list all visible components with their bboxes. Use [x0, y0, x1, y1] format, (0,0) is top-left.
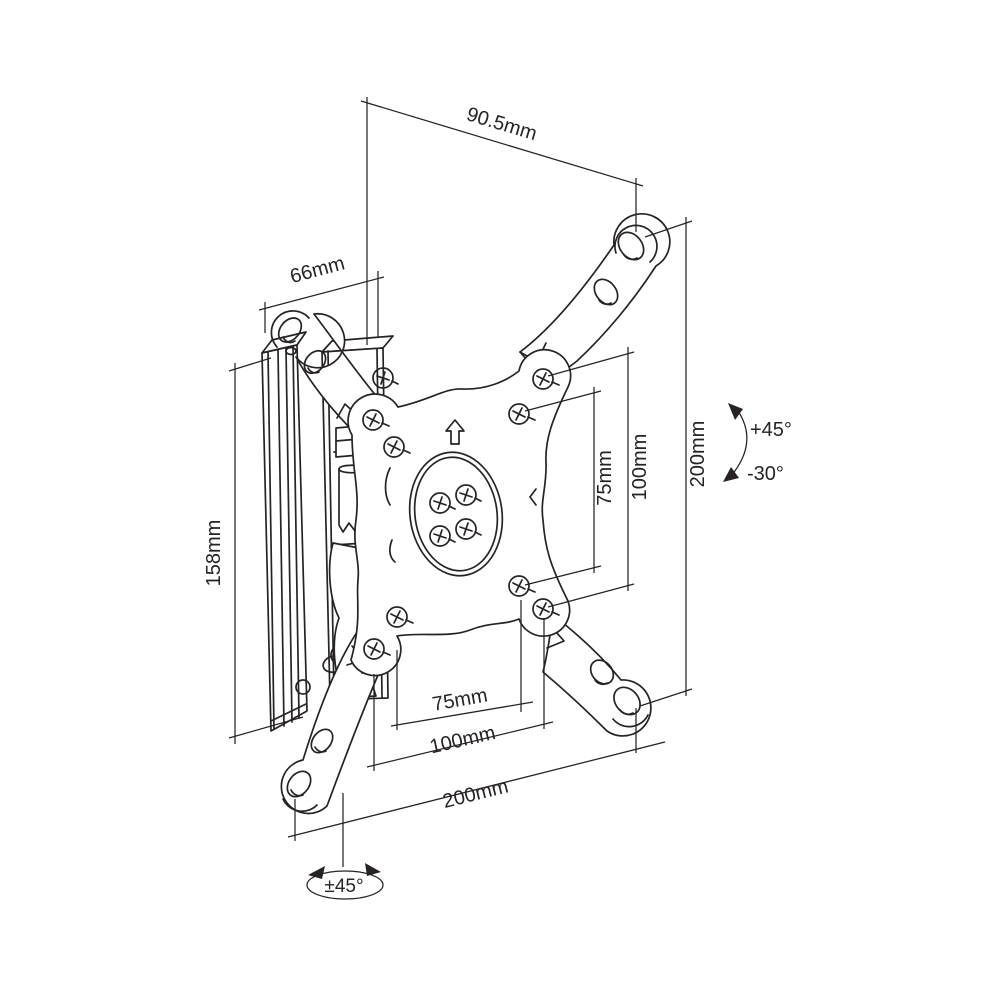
dim-label-tilt-down: -30°	[747, 463, 784, 485]
dim-label-wall-plate-height: 158mm	[203, 520, 225, 587]
dim-label-vesa-height-75: 75mm	[594, 450, 616, 506]
vesa-plate	[347, 348, 572, 677]
tilt-indicator: +45° -30°	[723, 403, 792, 485]
swivel-arrow-left-icon	[308, 866, 325, 879]
dim-label-swivel: ±45°	[324, 876, 363, 897]
tilt-arrow-down-icon	[723, 467, 739, 482]
dim-vesa-height-75: 75mm	[524, 387, 616, 586]
dim-vesa-height-100: 100mm	[547, 347, 651, 608]
wall-plate	[261, 331, 311, 732]
dim-label-tilt-up: +45°	[750, 419, 792, 441]
swivel-arrow-right-icon	[365, 863, 381, 876]
tilt-arrow-up-icon	[728, 403, 743, 420]
arm-bottom-left	[280, 624, 387, 815]
arm-bottom-right	[542, 614, 652, 737]
arm-top-right	[519, 213, 671, 375]
dim-overall-height: 200mm	[639, 217, 709, 707]
swivel-indicator: ±45°	[306, 793, 384, 900]
dim-wall-plate-height: 158mm	[203, 357, 304, 744]
dim-label-overall-height: 200mm	[687, 421, 709, 488]
swivel-ellipse-icon	[306, 870, 384, 900]
dim-label-arm-depth: 90.5mm	[464, 103, 540, 145]
up-arrow-icon	[445, 419, 465, 445]
dim-label-vesa-height-100: 100mm	[629, 434, 651, 501]
dim-label-wall-plate-width: 66mm	[288, 252, 347, 288]
dim-label-overall-width: 200mm	[441, 775, 511, 812]
dim-label-vesa-width-100: 100mm	[428, 722, 498, 758]
